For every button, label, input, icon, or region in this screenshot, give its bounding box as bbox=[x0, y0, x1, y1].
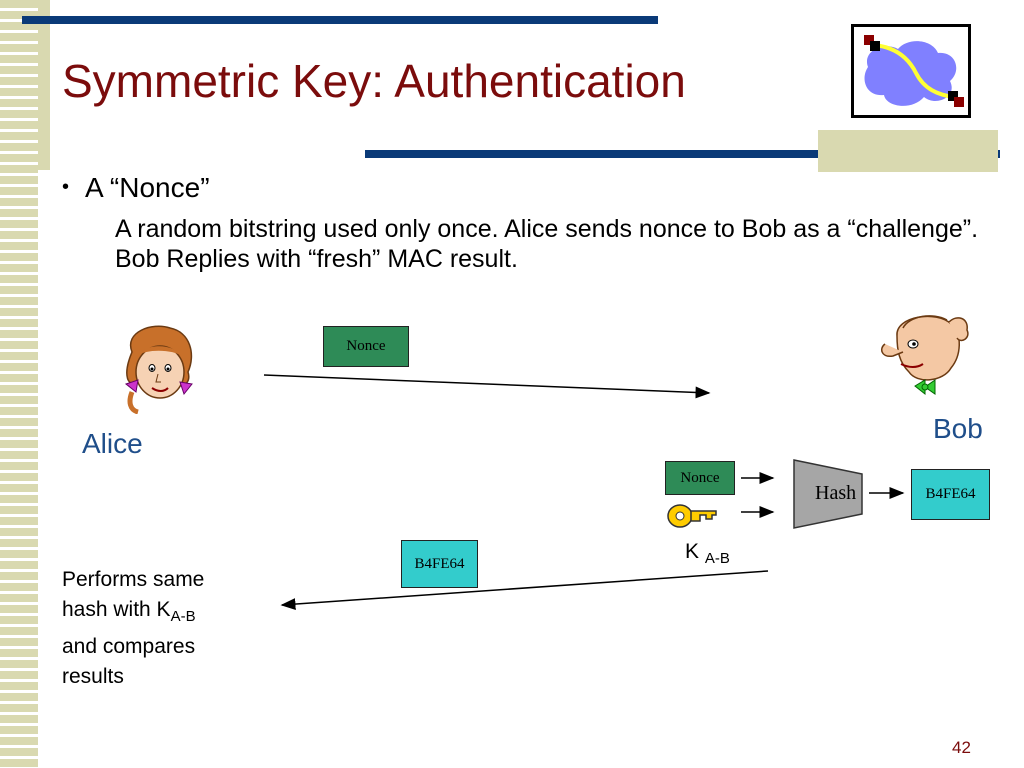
note-line-2-prefix: hash with K bbox=[62, 598, 171, 621]
note-line-3: and compares bbox=[62, 635, 196, 659]
corner-tab-decoration bbox=[818, 130, 998, 172]
key-label: K A-B bbox=[685, 540, 730, 567]
top-accent-bar bbox=[22, 16, 658, 24]
nonce-input-box: Nonce bbox=[665, 461, 735, 495]
bullet-nonce: • A “Nonce” bbox=[62, 172, 210, 204]
arrow-alice-to-bob bbox=[263, 374, 711, 399]
title-underline-bar bbox=[365, 150, 1000, 158]
hash-function-shape bbox=[793, 459, 863, 529]
note-line-1: Performs same bbox=[62, 568, 205, 591]
left-block-decoration bbox=[38, 0, 50, 170]
bob-avatar bbox=[877, 306, 973, 403]
alice-avatar bbox=[118, 322, 198, 419]
digest-output-box: B4FE64 bbox=[911, 469, 990, 520]
hash-label: Hash bbox=[815, 482, 857, 504]
network-logo-icon bbox=[851, 24, 971, 118]
key-icon bbox=[667, 504, 717, 528]
note-line-2-subscript: A-B bbox=[170, 608, 196, 626]
alice-label: Alice bbox=[82, 428, 143, 459]
digest-reply-box: B4FE64 bbox=[401, 540, 478, 588]
key-label-main: K bbox=[685, 540, 700, 563]
note-line-4: results bbox=[62, 665, 124, 689]
note-line-2: hash with KA-B bbox=[62, 595, 204, 632]
nonce-message-box: Nonce bbox=[323, 326, 409, 367]
left-stripe-decoration bbox=[0, 0, 38, 768]
arrow-bob-to-alice bbox=[280, 570, 769, 611]
slide-title: Symmetric Key: Authentication bbox=[62, 55, 686, 107]
nonce-description: A random bitstring used only once. Alice… bbox=[115, 215, 979, 273]
alice-compare-note: Performs same hash with KA-B and compare… bbox=[62, 565, 204, 692]
bullet-text: A “Nonce” bbox=[85, 172, 210, 203]
key-label-subscript: A-B bbox=[704, 550, 730, 568]
bullet-dot: • bbox=[62, 176, 70, 198]
page-number: 42 bbox=[952, 738, 971, 757]
bob-label: Bob bbox=[933, 413, 983, 444]
